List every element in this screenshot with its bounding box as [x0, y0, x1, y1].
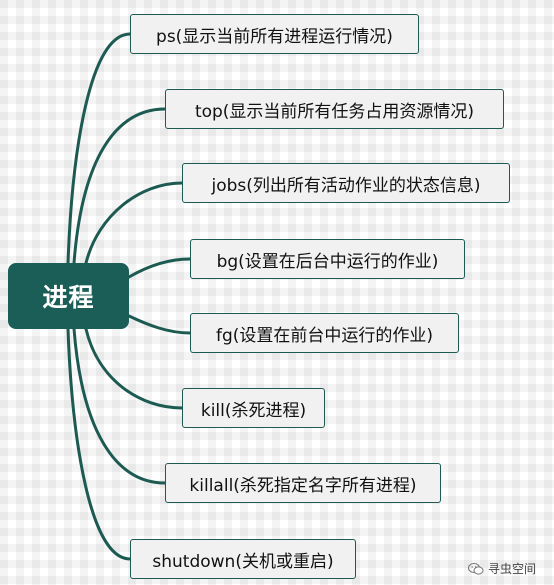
- child-label: shutdown(关机或重启): [152, 551, 334, 572]
- connector-ps: [66, 32, 132, 265]
- root-node: 进程: [8, 263, 129, 329]
- child-node-ps: ps(显示当前所有进程运行情况): [130, 14, 419, 54]
- connector-top: [72, 107, 167, 265]
- child-node-kill: kill(杀死进程): [182, 388, 325, 428]
- child-node-bg: bg(设置在后台中运行的作业): [190, 239, 465, 279]
- connector-shutdown: [66, 327, 132, 561]
- child-label: kill(杀死进程): [200, 400, 307, 421]
- child-node-top: top(显示当前所有任务占用资源情况): [165, 89, 504, 129]
- child-label: killall(杀死指定名字所有进程): [189, 475, 417, 496]
- child-node-killall: killall(杀死指定名字所有进程): [165, 463, 441, 503]
- child-label: top(显示当前所有任务占用资源情况): [194, 101, 475, 122]
- child-label: jobs(列出所有活动作业的状态信息): [211, 175, 481, 196]
- watermark-text: 寻虫空间: [488, 562, 537, 576]
- child-node-jobs: jobs(列出所有活动作业的状态信息): [182, 163, 510, 203]
- child-node-fg: fg(设置在前台中运行的作业): [190, 313, 459, 353]
- root-label: 进程: [42, 283, 95, 312]
- child-label: ps(显示当前所有进程运行情况): [156, 26, 393, 47]
- wechat-icon: [468, 562, 484, 575]
- child-node-shutdown: shutdown(关机或重启): [130, 539, 356, 579]
- connector-fg: [127, 314, 192, 335]
- child-label: fg(设置在前台中运行的作业): [215, 325, 434, 346]
- child-label: bg(设置在后台中运行的作业): [216, 251, 439, 272]
- connector-bg: [127, 257, 192, 279]
- connector-kill: [84, 327, 184, 410]
- watermark: 寻虫空间: [468, 560, 536, 577]
- connector-jobs: [84, 181, 184, 265]
- connector-killall: [72, 327, 167, 485]
